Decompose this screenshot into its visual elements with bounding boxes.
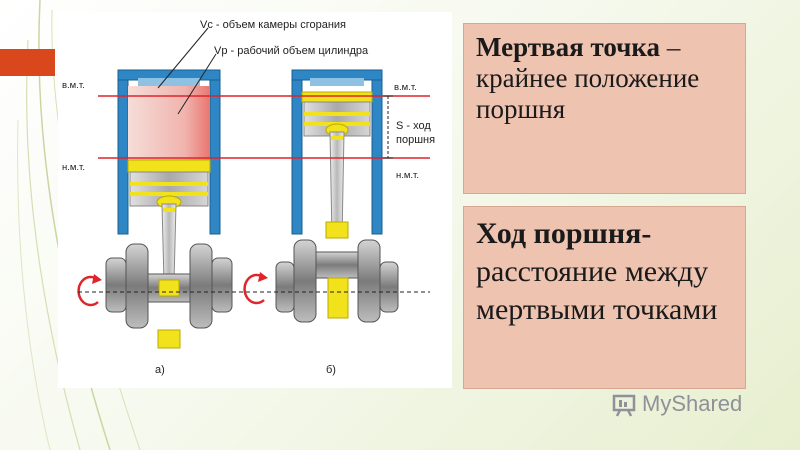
label-fig-a: а) (155, 364, 165, 376)
label-nmt-left: н.м.т. (62, 162, 85, 173)
engine-diagram: Vс - объем камеры сгорания Vр - рабочий … (58, 12, 452, 388)
label-vc: Vс - объем камеры сгорания (200, 19, 347, 31)
label-vmt-right: в.м.т. (394, 82, 417, 93)
label-nmt-right: н.м.т. (396, 170, 419, 181)
label-fig-b: б) (326, 364, 336, 376)
label-stroke-1: S - ход (396, 120, 431, 132)
presentation-icon (612, 394, 636, 417)
watermark-text: MyShared (642, 391, 743, 416)
text-dead-point: – крайнее положение поршня (476, 32, 700, 124)
term-stroke: Ход поршня- (476, 217, 652, 250)
text-stroke: расстояние между мертвыми точками (476, 255, 718, 326)
vp-leader (177, 53, 217, 115)
accent-bar (0, 49, 55, 76)
label-stroke-2: поршня (396, 134, 436, 146)
definition-stroke: Ход поршня- расстояние между мертвыми то… (463, 206, 746, 389)
engine-left (77, 69, 233, 349)
definition-dead-point: Мертвая точка – крайнее положение поршня (463, 23, 746, 194)
label-vmt-left: в.м.т. (62, 80, 85, 91)
vc-leader (157, 27, 209, 89)
engine-right (243, 69, 399, 323)
watermark: MyShared (610, 389, 742, 419)
label-vp: Vр - рабочий объем цилиндра (214, 45, 369, 57)
term-dead-point: Мертвая точка (476, 32, 661, 62)
